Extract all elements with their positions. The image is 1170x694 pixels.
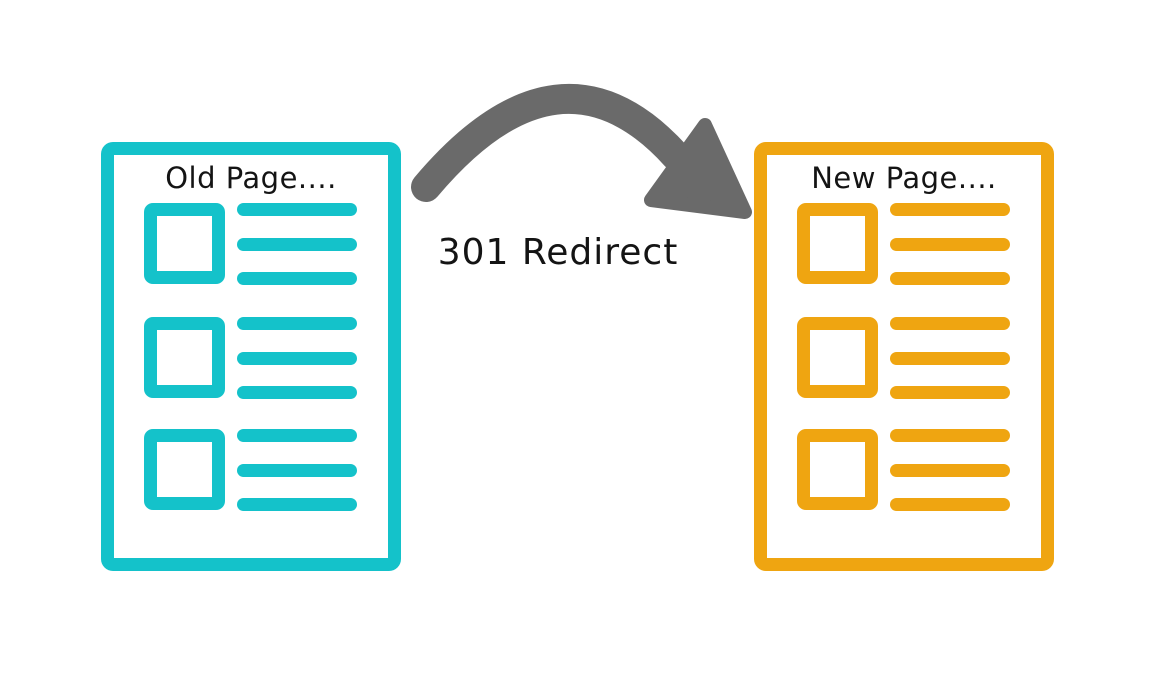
text-line-bar xyxy=(890,317,1010,330)
image-placeholder-icon xyxy=(144,317,225,398)
text-line-bar xyxy=(890,463,1010,477)
text-lines xyxy=(890,203,1011,285)
old-page-title: Old Page.... xyxy=(165,161,337,195)
arrow-head xyxy=(644,118,752,219)
text-line-bar xyxy=(237,463,357,477)
text-line-bar xyxy=(890,429,1010,442)
old-page-card: Old Page.... xyxy=(101,142,401,571)
image-placeholder-icon xyxy=(144,429,225,510)
text-lines xyxy=(890,317,1011,399)
text-line-bar xyxy=(237,203,357,216)
text-line-bar xyxy=(237,351,357,365)
text-line-bar xyxy=(237,498,357,511)
text-line-bar xyxy=(890,386,1010,399)
text-lines xyxy=(237,317,358,399)
content-row xyxy=(797,203,1011,285)
image-placeholder-icon xyxy=(144,203,225,284)
image-placeholder-icon xyxy=(797,203,878,284)
text-line-bar xyxy=(890,203,1010,216)
text-line-bar xyxy=(237,237,357,251)
content-row xyxy=(797,429,1011,511)
content-row xyxy=(144,429,358,511)
redirect-label: 301 Redirect xyxy=(437,232,679,273)
new-page-card: New Page.... xyxy=(754,142,1054,571)
content-row xyxy=(144,203,358,285)
text-line-bar xyxy=(890,351,1010,365)
image-placeholder-icon xyxy=(797,317,878,398)
text-line-bar xyxy=(237,272,357,285)
text-lines xyxy=(890,429,1011,511)
new-page-title: New Page.... xyxy=(811,161,997,195)
text-line-bar xyxy=(237,386,357,399)
arrow-shaft xyxy=(411,84,691,202)
text-lines xyxy=(237,203,358,285)
image-placeholder-icon xyxy=(797,429,878,510)
text-line-bar xyxy=(237,429,357,442)
text-lines xyxy=(237,429,358,511)
content-row xyxy=(797,317,1011,399)
text-line-bar xyxy=(890,272,1010,285)
content-row xyxy=(144,317,358,399)
text-line-bar xyxy=(237,317,357,330)
text-line-bar xyxy=(890,237,1010,251)
text-line-bar xyxy=(890,498,1010,511)
